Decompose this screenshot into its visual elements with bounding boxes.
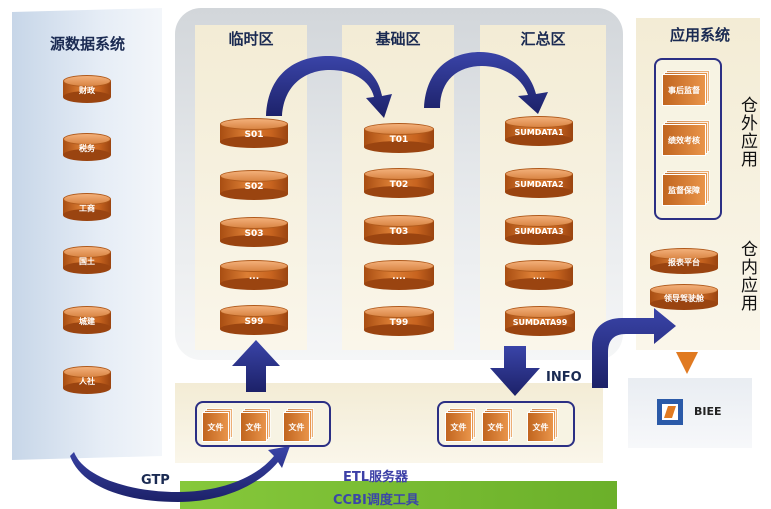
leader-cockpit-cylinder: 领导驾驶舱	[650, 284, 718, 310]
biee-panel	[628, 378, 752, 448]
file-icon: 文件	[283, 408, 314, 442]
temp-table-cylinder: S99	[220, 305, 288, 335]
temp-table-cylinder: S03	[220, 217, 288, 247]
base-table-cylinder: T02	[364, 168, 434, 198]
inside-apps-label: 仓内应用	[737, 240, 757, 312]
file-icon: 文件	[445, 408, 476, 442]
base-table-cylinder: ....	[364, 260, 434, 290]
ccbi-scheduler-bar	[180, 481, 617, 509]
files-to-temp-arrow	[232, 340, 280, 392]
file-icon: 文件	[240, 408, 271, 442]
etl-server-label: ETL服务器	[343, 470, 409, 485]
file-icon: 文件	[202, 408, 233, 442]
base-to-summary-arrow	[424, 52, 548, 114]
summary-table-cylinder: SUMDATA3	[505, 215, 573, 245]
temp-to-base-arrow	[266, 56, 392, 118]
summary-table-cylinder: SUMDATA1	[505, 116, 573, 146]
ccbi-scheduler-label: CCBI调度工具	[333, 493, 419, 508]
file-icon: 文件	[527, 408, 558, 442]
info-to-apps-arrow	[592, 308, 676, 388]
biee-label: BIEE	[694, 405, 722, 418]
base-zone-title: 基础区	[375, 30, 421, 48]
base-table-cylinder: T01	[364, 123, 434, 153]
info-label: INFO	[546, 370, 582, 385]
base-table-cylinder: T99	[364, 306, 434, 336]
summary-zone-title: 汇总区	[520, 30, 566, 48]
temp-table-cylinder: ...	[220, 260, 288, 290]
source-db-cylinder: 城建	[63, 306, 111, 334]
source-systems-title: 源数据系统	[49, 35, 125, 53]
apps-to-biee-triangle	[676, 352, 698, 374]
gtp-arrow	[70, 446, 290, 502]
source-db-cylinder: 工商	[63, 193, 111, 221]
source-db-cylinder: 人社	[63, 366, 111, 394]
app-document-icon: 绩效考核	[662, 120, 710, 158]
base-table-cylinder: T03	[364, 215, 434, 245]
summary-to-files-arrow	[490, 346, 540, 396]
report-platform-cylinder: 报表平台	[650, 248, 718, 274]
summary-table-cylinder: SUMDATA99	[505, 306, 575, 336]
source-db-cylinder: 税务	[63, 133, 111, 161]
outside-apps-label: 仓外应用	[737, 96, 757, 168]
summary-table-cylinder: SUMDATA2	[505, 168, 573, 198]
temp-zone-title: 临时区	[228, 30, 274, 48]
gtp-label: GTP	[141, 473, 170, 488]
temp-table-cylinder: S01	[220, 118, 288, 148]
summary-table-cylinder: ....	[505, 260, 573, 290]
app-document-icon: 事后监督	[662, 70, 710, 108]
source-db-cylinder: 财政	[63, 75, 111, 103]
source-db-cylinder: 国土	[63, 246, 111, 274]
biee-logo-icon	[657, 399, 683, 425]
app-document-icon: 监督保障	[662, 170, 710, 208]
application-systems-title: 应用系统	[669, 26, 730, 44]
temp-table-cylinder: S02	[220, 170, 288, 200]
file-icon: 文件	[482, 408, 513, 442]
